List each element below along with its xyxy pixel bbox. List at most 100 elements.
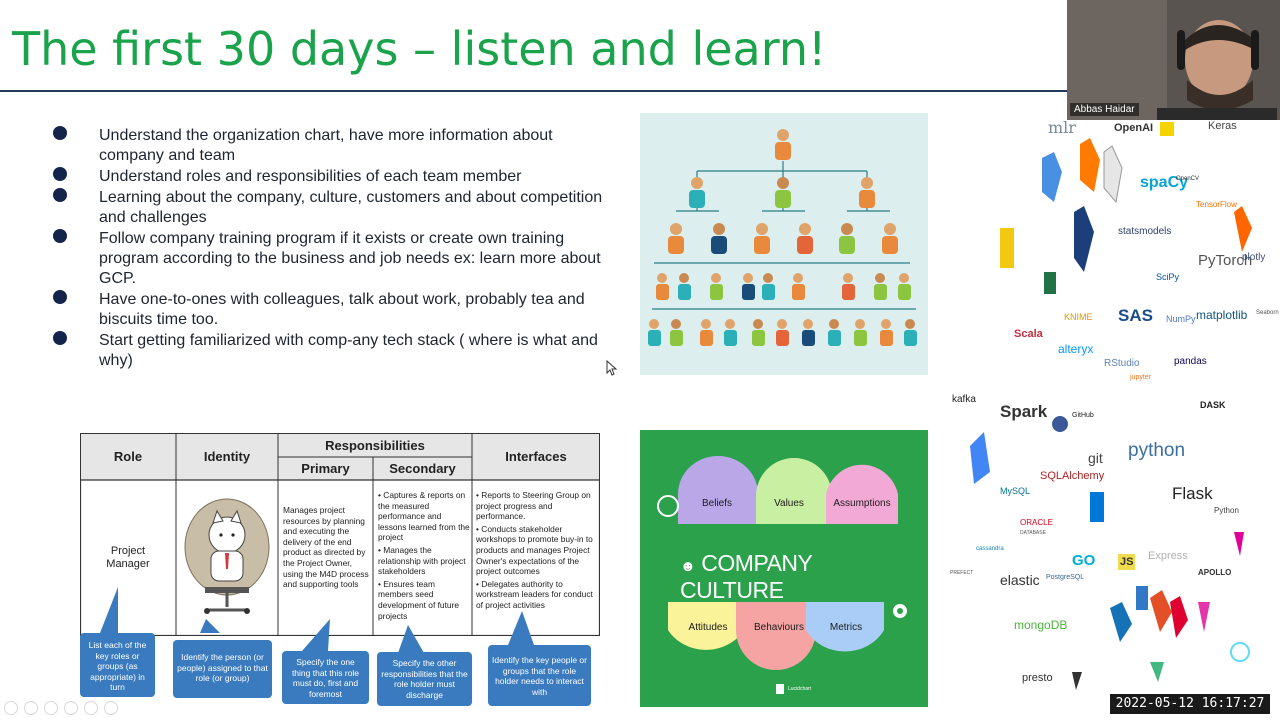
culture-bottom-behaviours: Behaviours xyxy=(753,622,805,633)
header-role: Role xyxy=(113,449,143,464)
tech-logo: cassandra xyxy=(976,546,1004,552)
tech-logo: PREFECT xyxy=(950,570,974,576)
tech-logo: DASK xyxy=(1200,400,1226,410)
slide-nav-toolbar xyxy=(4,701,118,715)
excel-icon xyxy=(1044,272,1056,294)
bullet-item: Understand the organization chart, have … xyxy=(52,126,612,166)
gluon-icon xyxy=(1103,145,1123,204)
tech-logo: Python xyxy=(1214,506,1239,515)
callout-secondary: Specify the other responsibilities that … xyxy=(377,652,472,706)
mouse-cursor-icon xyxy=(606,360,618,376)
interfaces-item: • Reports to Steering Group on project p… xyxy=(476,490,591,522)
c-icon xyxy=(1052,416,1068,432)
flask-small-icon xyxy=(1074,206,1094,272)
tech-logo: git xyxy=(1088,450,1103,466)
unknown-icon xyxy=(1072,672,1082,690)
tech-logo: MySQL xyxy=(1000,486,1031,496)
culture-top-values: Values xyxy=(774,498,804,509)
culture-top-beliefs: Beliefs xyxy=(701,498,732,509)
graphql-icon xyxy=(1198,602,1210,632)
other-icon xyxy=(1234,206,1252,252)
tech-logo: TensorFlow xyxy=(1196,200,1237,209)
company-culture-graphic: Beliefs Values Assumptions ☻COMPANY CULT… xyxy=(640,430,928,707)
org-chart-image xyxy=(640,113,928,375)
ml-icon xyxy=(1160,122,1174,136)
tech-logo: kafka xyxy=(952,394,976,405)
roles-table: Role Identity Responsibilities Primary S… xyxy=(80,433,600,636)
header-secondary: Secondary xyxy=(389,461,456,476)
tech-logo: DATABASE xyxy=(1020,530,1046,536)
react-icon xyxy=(1230,642,1250,662)
tech-logo: Spark xyxy=(1000,402,1048,421)
tech-logo: JS xyxy=(1118,554,1136,570)
callout-role: List each of the key roles or groups (as… xyxy=(80,633,155,697)
tech-logo: python xyxy=(1128,440,1186,461)
zoom-icon[interactable] xyxy=(84,701,98,715)
ts-icon xyxy=(1136,586,1148,610)
bullet-dot-icon xyxy=(53,126,67,140)
role-value: Project Manager xyxy=(106,545,150,570)
culture-title: ☻COMPANY CULTURE xyxy=(680,550,812,603)
tech-logo: KNIME xyxy=(1064,312,1093,322)
secondary-list: • Captures & reports on the measured per… xyxy=(378,490,471,621)
tech-logo: NumPy xyxy=(1166,314,1196,324)
bullet-dot-icon xyxy=(53,188,67,202)
cat-mascot-icon xyxy=(184,498,270,614)
primary-text: Manages project resources by planning an… xyxy=(283,505,369,590)
tech-logo-shapes xyxy=(970,122,1252,690)
more-options-icon[interactable] xyxy=(104,701,118,715)
tech-logo: Scala xyxy=(1014,328,1043,340)
tech-logo: pandas xyxy=(1174,356,1207,367)
previous-slide-icon[interactable] xyxy=(4,701,18,715)
bullet-dot-icon xyxy=(53,229,67,243)
slides-grid-icon[interactable] xyxy=(64,701,78,715)
bullet-dot-icon xyxy=(53,167,67,181)
webcam-overlay[interactable]: Abbas Haidar xyxy=(1067,0,1280,120)
tech-logo: jupyter xyxy=(1130,374,1152,381)
participant-video xyxy=(1067,0,1280,120)
tech-logo: ORACLE xyxy=(1020,518,1053,527)
tech-logo: plotly xyxy=(1242,252,1266,263)
culture-bottom-attitudes: Attitudes xyxy=(688,622,728,633)
tech-logo: GitHub xyxy=(1072,412,1094,419)
airflow-icon xyxy=(970,432,990,484)
header-primary: Primary xyxy=(301,461,350,476)
bullet-list: Understand the organization chart, have … xyxy=(52,126,612,372)
tech-logo: elastic xyxy=(1000,572,1040,588)
culture-shapes xyxy=(657,456,907,694)
css-icon xyxy=(1110,602,1132,642)
tensor-icon xyxy=(1080,138,1100,192)
roles-table-grid xyxy=(80,433,600,636)
culture-bottom-metrics: Metrics xyxy=(829,622,863,633)
tech-logo: GO xyxy=(1072,552,1096,569)
graphql2-icon xyxy=(1234,532,1244,556)
tech-logo: matplotlib xyxy=(1196,308,1248,322)
culture-top-assumptions: Assumptions xyxy=(833,498,891,509)
tech-stack-logos: mlr OpenAI Keras spaCy OpenCV TensorFlow… xyxy=(944,112,1280,694)
people-icon: ☻ xyxy=(680,558,696,575)
tech-logo: alteryx xyxy=(1058,342,1094,356)
bullet-dot-icon xyxy=(53,331,67,345)
callout-interfaces: Identify the key people or groups that t… xyxy=(488,645,591,706)
callout-primary: Specify the one thing that this role mus… xyxy=(282,651,369,704)
bullet-item: Understand roles and responsibilities of… xyxy=(52,167,612,187)
bullet-item: Learning about the company, culture, cus… xyxy=(52,188,612,228)
tech-logo: Keras xyxy=(1208,120,1237,132)
next-slide-icon[interactable] xyxy=(24,701,38,715)
interfaces-item: • Conducts stakeholder workshops to prom… xyxy=(476,523,593,577)
tech-logo: PostgreSQL xyxy=(1046,574,1085,581)
tech-logo: statsmodels xyxy=(1118,226,1172,237)
participant-name: Abbas Haidar xyxy=(1070,103,1139,116)
tech-logo: APOLLO xyxy=(1198,568,1232,577)
culture-footer: Lucidchart xyxy=(788,686,812,692)
title-divider xyxy=(0,90,1068,92)
interfaces-item: • Delegates authority to workstream lead… xyxy=(476,578,593,610)
callout-pointers xyxy=(100,587,534,653)
bullet-item: Have one-to-ones with colleagues, talk a… xyxy=(52,290,612,330)
pen-icon[interactable] xyxy=(44,701,58,715)
header-responsibilities: Responsibilities xyxy=(325,438,425,453)
tech-logo: OpenCV xyxy=(1176,176,1200,182)
org-chart-illustration xyxy=(648,129,917,346)
tech-logo: Seaborn xyxy=(1256,310,1279,316)
tech-logo: RStudio xyxy=(1104,358,1140,369)
